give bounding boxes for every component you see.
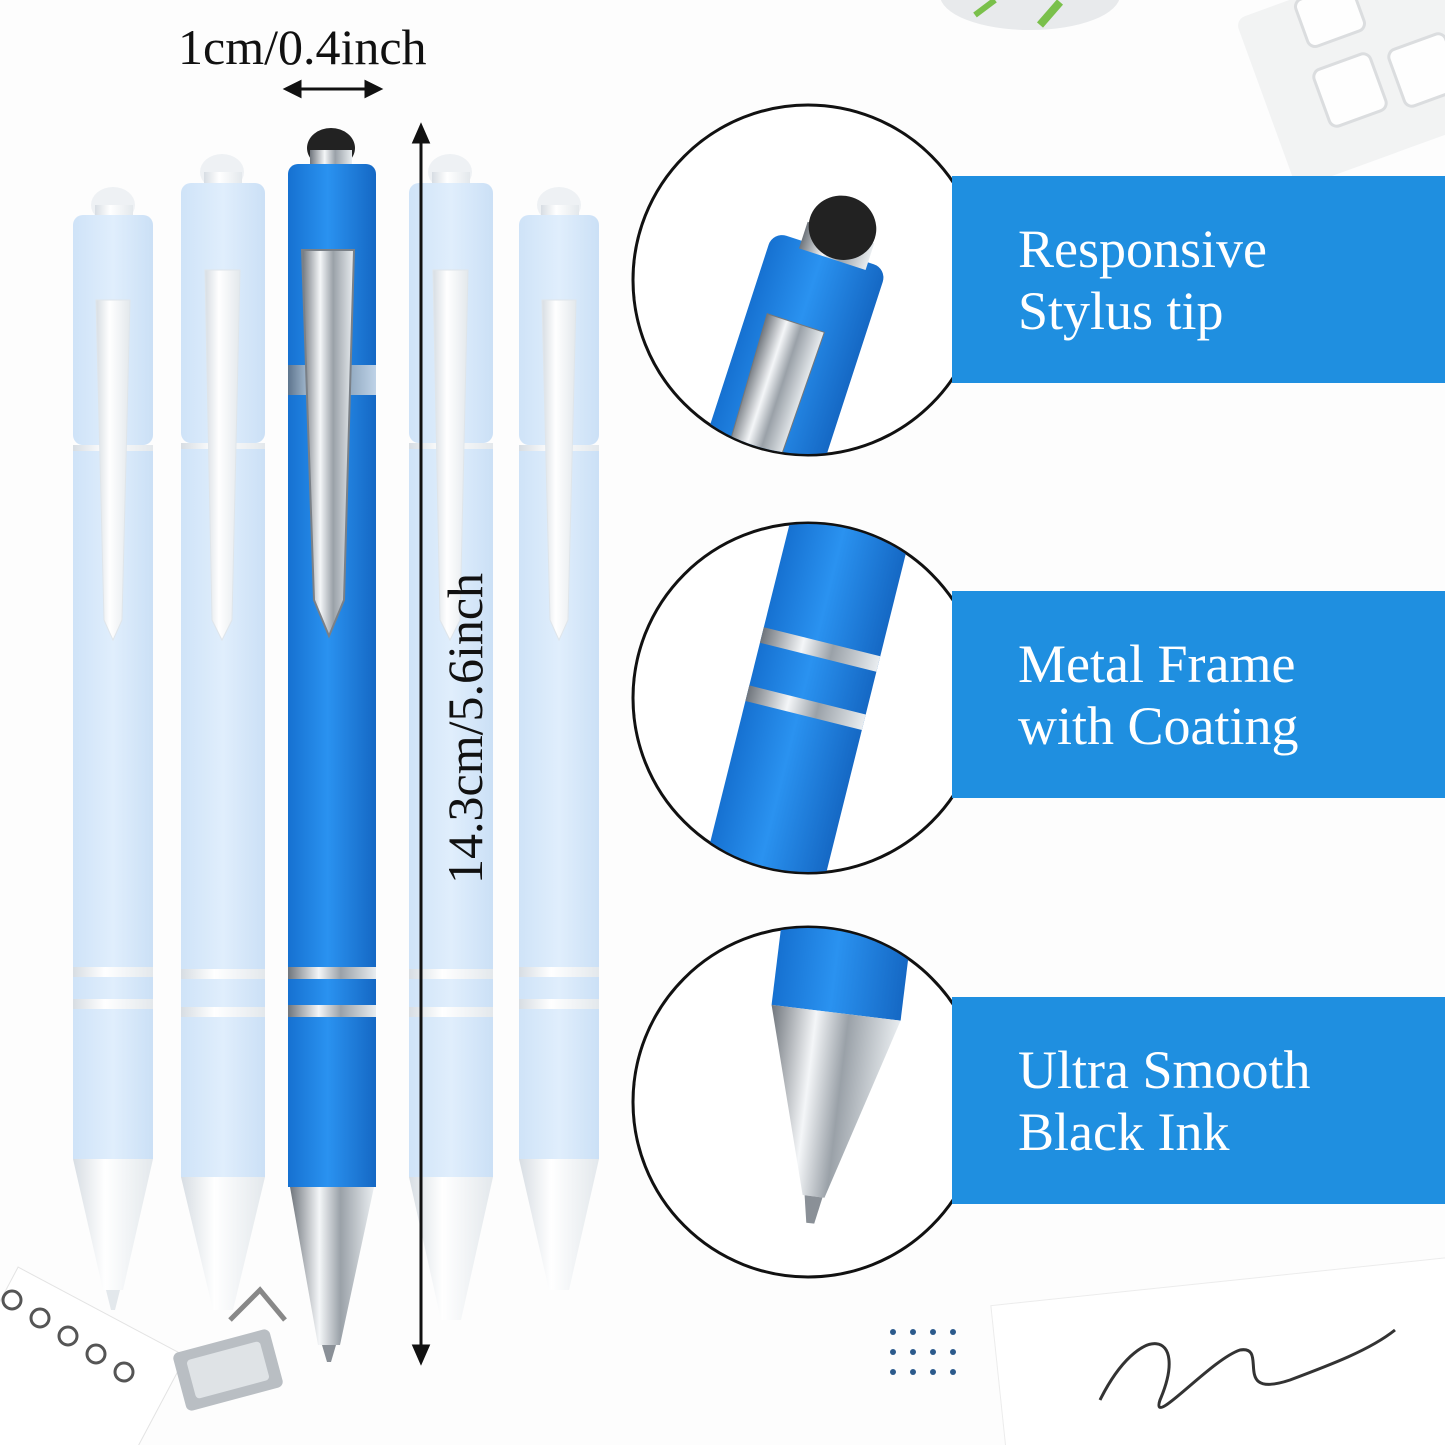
keyboard-decoration [1238,0,1445,186]
stylus-tip-closeup [631,103,985,457]
feature-text: Ultra Smooth Black Ink [1018,1039,1311,1163]
binder-clip-decoration [173,1286,287,1411]
height-dimension-label: 14.3cm/5.6inch [437,572,493,884]
paper-decoration [990,1254,1445,1445]
metal-ring-closeup [631,521,985,875]
feature-line-2: Stylus tip [1018,281,1224,341]
feature-line-1: Responsive [1018,219,1267,279]
feature-banner-stylus: Responsive Stylus tip [952,176,1445,383]
faded-pen-5 [519,187,599,1290]
feature-line-2: with Coating [1018,696,1299,756]
faded-pen-2 [181,154,265,1310]
feature-banner-metal-frame: Metal Frame with Coating [952,591,1445,798]
faded-pen-4 [409,154,493,1320]
feature-line-2: Black Ink [1018,1102,1230,1162]
width-arrow [282,79,384,99]
faded-pen-1 [73,187,153,1310]
feature-text: Responsive Stylus tip [1018,218,1267,342]
feature-line-1: Metal Frame [1018,634,1296,694]
plant-decoration [940,0,1120,30]
pen-clip [300,249,356,639]
feature-text: Metal Frame with Coating [1018,633,1299,757]
dots-decoration [890,1329,956,1375]
ballpoint-tip-closeup [631,925,985,1279]
width-dimension-label: 1cm/0.4inch [178,19,427,75]
main-pen [288,128,376,1362]
height-arrow [411,122,431,1366]
feature-banner-ink: Ultra Smooth Black Ink [952,997,1445,1204]
feature-line-1: Ultra Smooth [1018,1040,1311,1100]
notebook-decoration [0,1266,187,1445]
pen-cone [290,1187,374,1345]
